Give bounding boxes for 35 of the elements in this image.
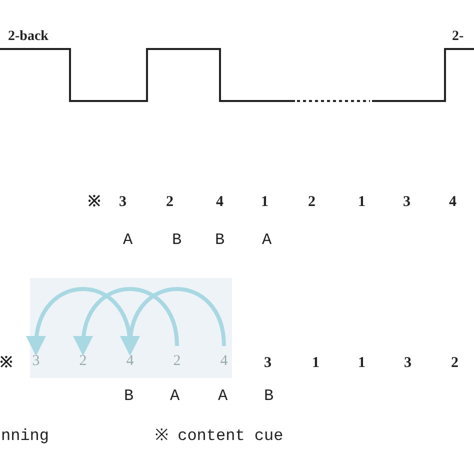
digit: 2 [166,195,174,210]
digit: 4 [216,195,224,210]
legend-text: ※ content cue [155,428,284,444]
curved-arrow [74,287,179,356]
letter: B [124,388,134,404]
digit: 1 [312,356,320,371]
curved-arrow [121,287,226,356]
letter: A [170,388,180,404]
digit: 2 [171,354,183,369]
block-label: 2- [452,30,464,44]
letter: B [264,388,274,404]
cue-mark: ※ [0,356,13,371]
digit: 3 [119,195,126,210]
digit: 4 [218,354,230,369]
digit: 3 [30,354,42,369]
digit: 4 [124,354,136,369]
digit: 3 [264,356,272,371]
digit: 2 [77,354,89,369]
digit: 2 [308,195,316,210]
curved-arrow [27,287,132,356]
caption-text: nning [1,428,50,444]
cue-mark: ※ [88,195,101,210]
letter: A [218,388,228,404]
letter: B [215,232,225,248]
letter: A [123,232,133,248]
letter: B [172,232,182,248]
letter: A [262,232,272,248]
digit: 1 [261,195,268,210]
digit: 4 [449,195,456,210]
digit: 1 [358,195,366,210]
digit: 3 [403,195,410,210]
block-label: 2-back [8,30,48,44]
digit: 2 [451,356,458,371]
digit: 1 [358,356,366,371]
digit: 3 [404,356,412,371]
